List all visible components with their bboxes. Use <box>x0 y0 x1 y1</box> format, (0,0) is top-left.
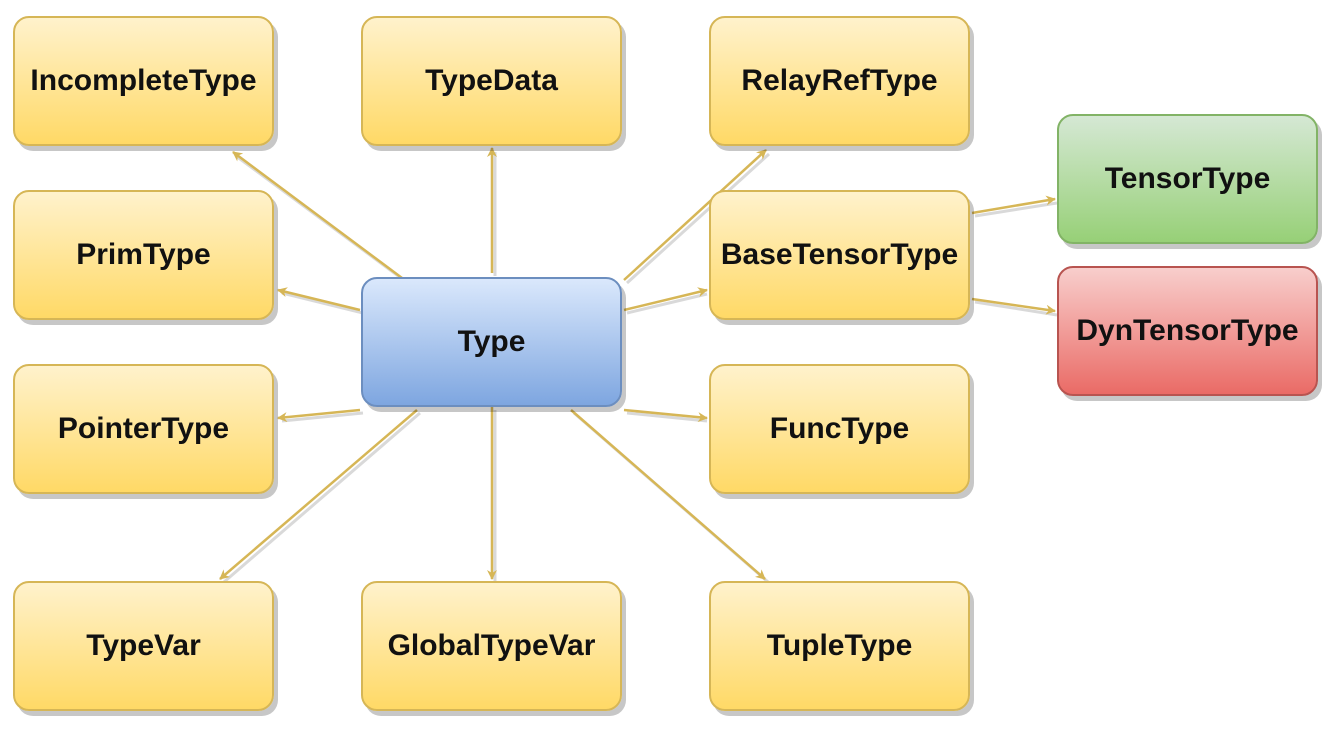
edge-shadow-func <box>626 411 708 423</box>
node-label: TypeData <box>425 64 558 97</box>
edge-shadow-basetensor <box>626 292 708 315</box>
edge-type-to-primtype <box>277 287 361 312</box>
node-dyn-tensor-type: DynTensorType <box>1057 266 1318 396</box>
edge-type-to-tupletype <box>570 409 766 580</box>
node-label: DynTensorType <box>1076 314 1299 347</box>
node-label: BaseTensorType <box>720 238 959 271</box>
node-global-type-var: GlobalTypeVar <box>361 581 622 711</box>
node-prim-type: PrimType <box>13 190 274 320</box>
edge-shadow-prim <box>281 291 364 315</box>
edge-type-to-relayreftype <box>623 149 767 281</box>
node-base-tensor-type: BaseTensorType <box>709 190 970 320</box>
node-tensor-type: TensorType <box>1057 114 1318 244</box>
edge-type-to-pointertype <box>277 408 361 423</box>
node-func-type: FuncType <box>709 364 970 494</box>
node-label: GlobalTypeVar <box>387 629 596 662</box>
node-type: Type <box>361 277 622 407</box>
edge-shadow-typevar <box>223 411 421 584</box>
node-label: PrimType <box>76 238 211 271</box>
node-label: TypeVar <box>86 629 201 662</box>
node-label: TupleType <box>766 629 913 662</box>
edge-shadow-dyntensor <box>974 300 1058 317</box>
node-tuple-type: TupleType <box>709 581 970 711</box>
node-label: TensorType <box>1104 162 1271 195</box>
edge-lines <box>219 147 1056 580</box>
node-type-data: TypeData <box>361 16 622 146</box>
edge-shadow-pointer <box>281 411 364 423</box>
edge-type-to-basetensortype <box>623 287 708 312</box>
edge-basetensortype-to-tensortype <box>971 195 1056 215</box>
node-label: Type <box>457 325 526 358</box>
node-type-var: TypeVar <box>13 581 274 711</box>
edge-shadow-tensor <box>974 201 1058 218</box>
edge-type-to-typevar <box>219 409 418 580</box>
node-label: PointerType <box>57 412 230 445</box>
edge-type-to-functype <box>623 408 708 423</box>
node-label: RelayRefType <box>741 64 938 97</box>
node-label: FuncType <box>769 412 910 445</box>
edge-basetensortype-to-dyntensortype <box>971 297 1056 315</box>
edge-shadow-relayref <box>625 152 771 285</box>
node-relay-ref-type: RelayRefType <box>709 16 970 146</box>
node-label: IncompleteType <box>30 64 257 97</box>
node-pointer-type: PointerType <box>13 364 274 494</box>
edge-type-to-incompletetype <box>232 150 403 280</box>
node-incomplete-type: IncompleteType <box>13 16 274 146</box>
